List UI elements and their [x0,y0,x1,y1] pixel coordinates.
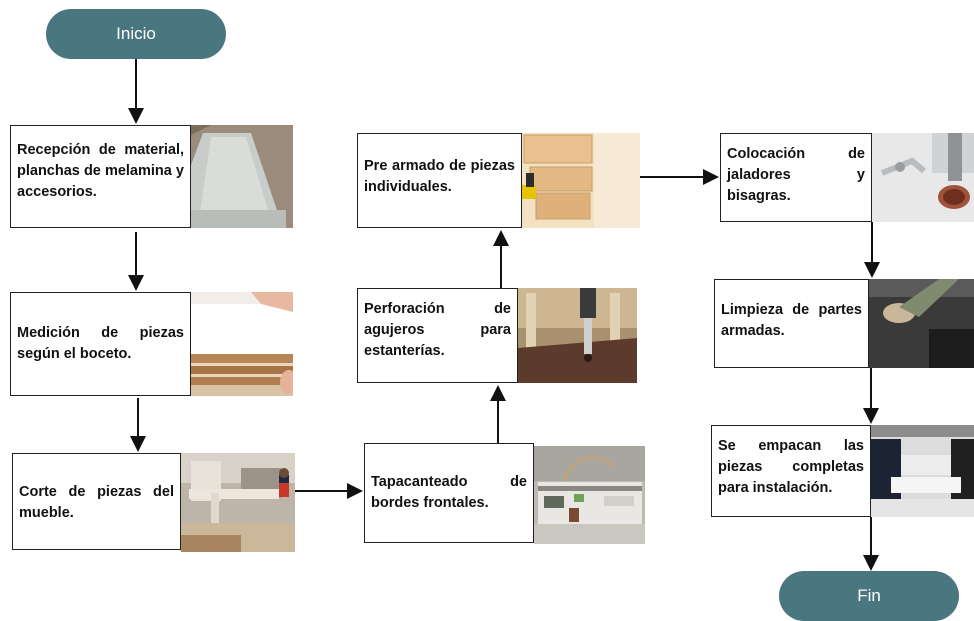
step-drilling: Perforación de agujeros para estanterías… [357,288,518,383]
step-edge-banding-text: Tapacanteado de bordes frontales. [371,474,527,511]
step-hardware-text: Colocación de jaladores y bisagras. [727,146,865,204]
step-cleaning: Limpieza de partes armadas. [714,279,869,368]
photo-drilling [518,288,637,383]
step-measurement-text: Medición de piezas según el boceto. [17,325,184,362]
start-label: Inicio [116,24,156,43]
step-measurement: Medición de piezas según el boceto. [10,292,191,396]
photo-workshop-cutting [181,453,295,552]
start-terminal: Inicio [46,9,226,59]
step-pre-assembly-text: Pre armado de piezas individuales. [364,158,515,195]
step-packing: Se empacan las piezas completas para ins… [711,425,871,517]
photo-frosted-glass-sheets [191,125,293,228]
step-cleaning-text: Limpieza de partes armadas. [721,302,862,339]
photo-hinge-installation [872,133,974,222]
step-pre-assembly: Pre armado de piezas individuales. [357,133,522,228]
step-edge-banding: Tapacanteado de bordes frontales. [364,443,534,543]
step-cutting: Corte de piezas del mueble. [12,453,181,550]
photo-drawer-assembly [522,133,640,228]
photo-cleaning-countertop [869,279,974,368]
step-cutting-text: Corte de piezas del mueble. [19,484,174,521]
end-label: Fin [857,586,881,605]
photo-finished-kitchen [871,425,974,517]
step-reception: Recepción de material, planchas de melam… [10,125,191,228]
step-drilling-text: Perforación de agujeros para estanterías… [364,301,511,359]
step-reception-text: Recepción de material, planchas de melam… [17,142,184,200]
step-packing-text: Se empacan las piezas completas para ins… [718,438,864,496]
end-terminal: Fin [779,571,959,621]
photo-edge-banding-machine [534,446,645,544]
step-hardware: Colocación de jaladores y bisagras. [720,133,872,222]
photo-stacked-boards [191,292,293,396]
